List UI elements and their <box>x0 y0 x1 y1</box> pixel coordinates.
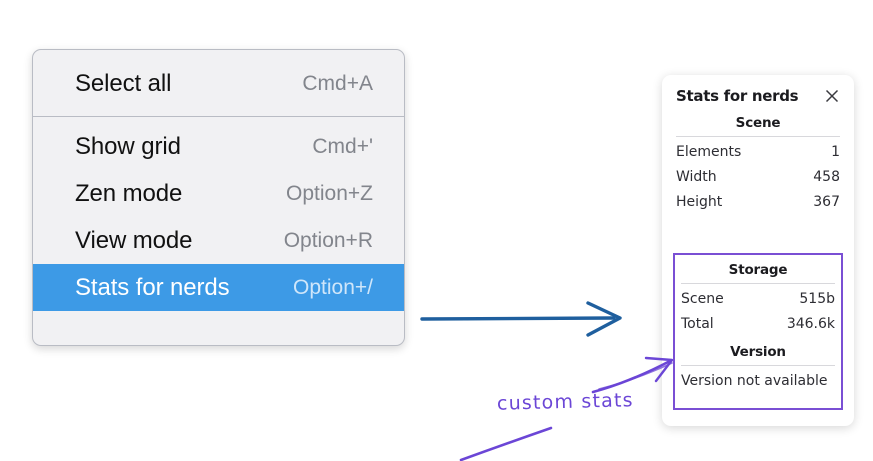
stat-value: 458 <box>813 168 840 185</box>
section-heading-scene: Scene <box>735 115 781 131</box>
divider <box>681 364 835 366</box>
menu-item-label: Show grid <box>75 132 181 160</box>
menu-item-show-grid[interactable]: Show grid Cmd+' <box>33 123 404 170</box>
stat-value: 367 <box>813 193 840 210</box>
stats-for-nerds-panel: Stats for nerds Scene Elements 1 Width 4… <box>662 75 854 426</box>
stat-value: 346.6k <box>786 315 835 332</box>
menu-separator <box>33 116 404 117</box>
stat-row-height: Height 367 <box>676 190 840 215</box>
menu-item-label: Zen mode <box>75 179 183 207</box>
purple-underline-stroke <box>459 426 553 461</box>
stat-row-storage-scene: Scene 515b <box>681 287 835 312</box>
annotation-label-custom-stats: custom stats <box>496 389 635 415</box>
stats-panel-header: Stats for nerds <box>662 75 854 105</box>
stat-key: Height <box>676 193 723 210</box>
stat-key: Width <box>676 168 717 185</box>
stats-panel-body: Scene Elements 1 Width 458 Height 367 <box>662 105 854 215</box>
menu-item-stats-for-nerds[interactable]: Stats for nerds Option+/ <box>33 264 404 311</box>
stat-key: Elements <box>676 144 742 160</box>
divider <box>681 283 835 284</box>
menu-item-shortcut: Option+Z <box>286 181 373 205</box>
menu-item-zen-mode[interactable]: Zen mode Option+Z <box>33 170 404 217</box>
purple-arrow <box>591 356 674 394</box>
menu-item-select-all[interactable]: Select all Cmd+A <box>33 60 404 107</box>
menu-item-label: Stats for nerds <box>75 273 230 301</box>
stat-row-width: Width 458 <box>676 165 840 190</box>
close-icon[interactable] <box>824 88 840 104</box>
menu-item-label: View mode <box>75 226 193 254</box>
stat-key: Total <box>681 315 714 332</box>
menu-item-shortcut: Option+R <box>283 228 373 252</box>
section-heading-storage: Storage <box>728 262 788 278</box>
menu-item-view-mode[interactable]: View mode Option+R <box>33 217 404 264</box>
menu-item-label: Select all <box>75 69 172 97</box>
stat-row-storage-total: Total 346.6k <box>681 312 835 337</box>
context-menu-group-2: Show grid Cmd+' Zen mode Option+Z View m… <box>33 117 404 317</box>
context-menu-group-1: Select all Cmd+A <box>33 50 404 116</box>
stats-panel-title: Stats for nerds <box>676 87 799 105</box>
menu-item-shortcut: Cmd+A <box>302 71 373 95</box>
stat-key: Scene <box>681 291 724 307</box>
version-text: Version not available <box>681 372 828 389</box>
menu-item-shortcut: Cmd+' <box>312 134 373 158</box>
stat-row-elements: Elements 1 <box>676 140 840 165</box>
divider <box>676 136 840 137</box>
custom-stats-block: Storage Scene 515b Total 346.6k Version … <box>673 253 843 410</box>
stat-value: 1 <box>831 144 840 160</box>
blue-arrow <box>420 301 622 337</box>
stat-value: 515b <box>799 291 835 307</box>
menu-item-shortcut: Option+/ <box>293 275 373 299</box>
context-menu[interactable]: Select all Cmd+A Show grid Cmd+' Zen mod… <box>32 49 405 346</box>
section-heading-version: Version <box>730 343 786 360</box>
